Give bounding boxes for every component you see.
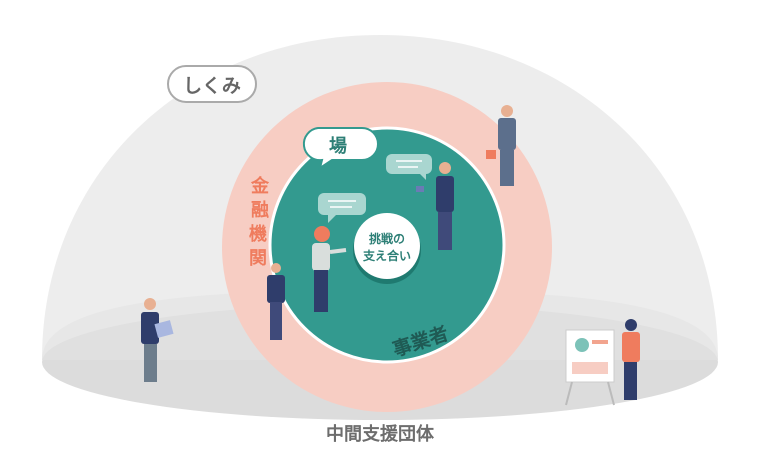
svg-text:機: 機 — [249, 223, 267, 245]
person-man-laptop — [141, 298, 174, 382]
shikumi-badge: しくみ — [167, 65, 257, 103]
kinyu-label: 金 融 機 関 — [249, 175, 270, 269]
speech-bubble-2 — [386, 154, 432, 180]
presentation-board — [565, 329, 615, 406]
svg-text:関: 関 — [249, 248, 267, 269]
speech-bubble-1 — [318, 193, 366, 223]
svg-text:金: 金 — [250, 175, 270, 197]
person-man-phone — [416, 162, 454, 250]
chukan-label: 中間支援団体 — [326, 423, 435, 445]
person-man-briefcase — [486, 105, 516, 186]
svg-text:支え合い: 支え合い — [362, 248, 411, 263]
person-man-clipboard — [267, 263, 285, 340]
svg-text:融: 融 — [251, 200, 269, 221]
person-woman-presenter — [622, 319, 640, 400]
person-woman-red-hair — [312, 226, 347, 312]
ba-bubble: 場 — [302, 127, 379, 171]
ba-label: 場 — [329, 136, 347, 157]
shikumi-label: しくみ — [183, 75, 241, 97]
center-circle: 挑戦の 支え合い — [353, 213, 421, 284]
svg-text:挑戦の: 挑戦の — [369, 231, 405, 246]
